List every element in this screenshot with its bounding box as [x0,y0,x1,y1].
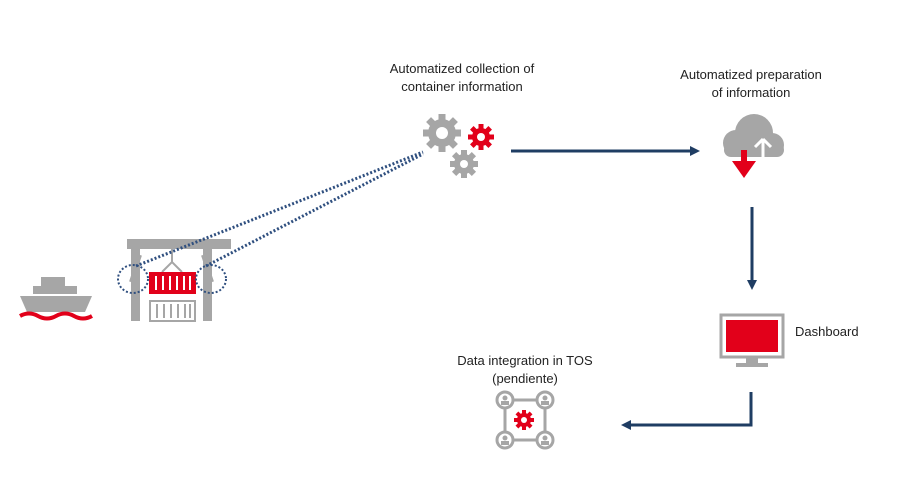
arrow-to-integration [621,392,753,430]
container-icon [149,272,196,294]
gears-icon [423,114,494,178]
preparation-label-line-2: of information [711,85,791,100]
integration-label-line-1: Data integration in TOS [457,353,593,368]
dotted-link [135,150,424,268]
dashboard-label: Dashboard [795,324,859,339]
sensor-ellipses [117,264,227,294]
network-gear-icon [495,390,555,450]
crane-icon [127,239,231,322]
integration-label: Data integration in TOS (pendiente) [430,352,620,388]
monitor-icon [719,313,785,367]
collection-label-line-1: Automatized collection of [389,61,535,76]
preparation-label-line-1: Automatized preparation [680,67,822,82]
cloud-download-icon [723,114,784,178]
collection-label-line-2: container information [401,79,523,94]
integration-label-line-2: (pendiente) [492,371,558,386]
ship-icon [19,277,93,321]
preparation-label: Automatized preparation of information [651,66,851,102]
collection-label: Automatized collection of container info… [362,60,562,96]
